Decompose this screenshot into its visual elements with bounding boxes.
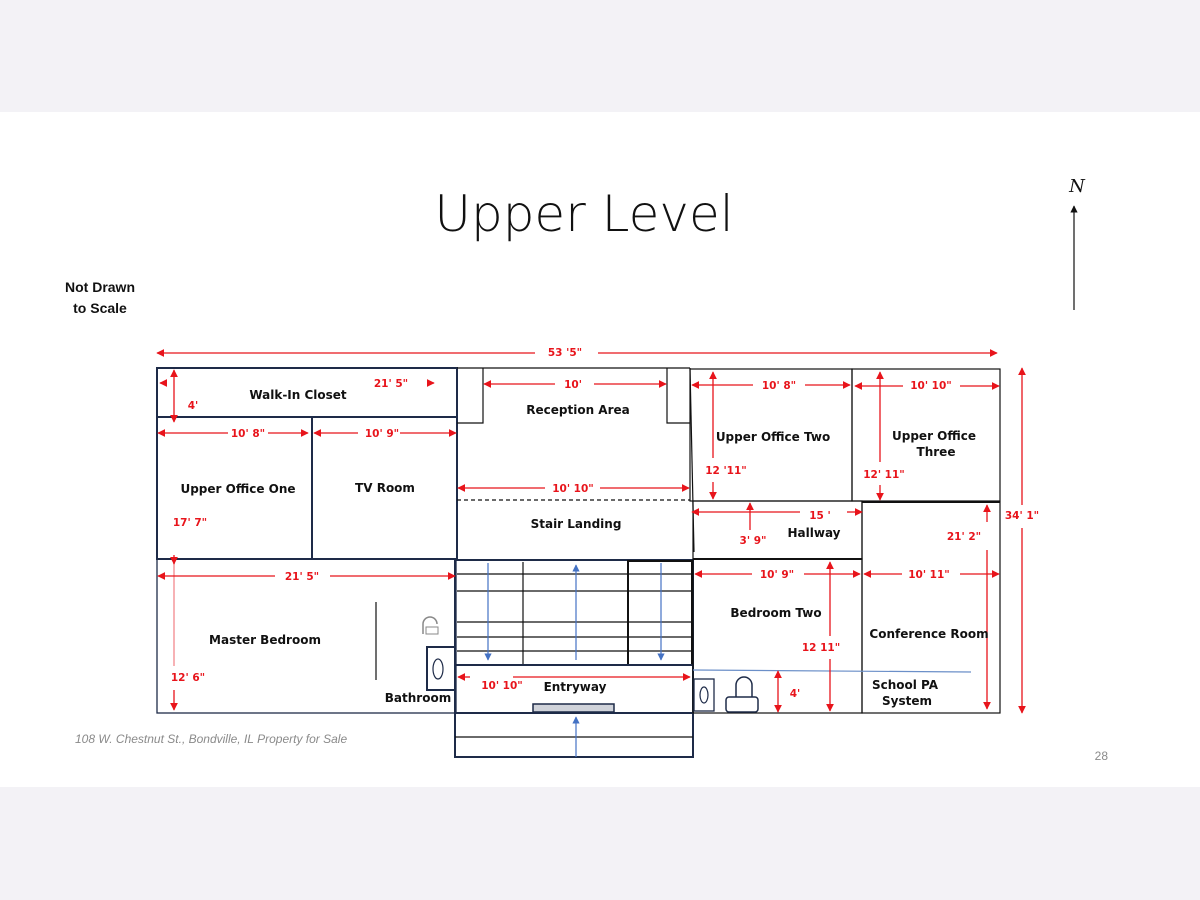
room-label: Three xyxy=(917,445,956,459)
dimension-label: 21' 2" xyxy=(947,531,981,543)
dimension-label: 10' 10" xyxy=(552,483,594,495)
svg-text:N: N xyxy=(1068,176,1086,197)
room-label: School PA xyxy=(872,678,939,692)
dimension-label: 4' xyxy=(790,688,801,700)
scale-note: to Scale xyxy=(73,300,127,316)
dimension-label: 34' 1" xyxy=(1005,510,1039,522)
dimension-label: 3' 9" xyxy=(740,535,767,547)
dimension-label: 10' 11" xyxy=(908,569,950,581)
scale-note: Not Drawn xyxy=(65,279,135,295)
dimension-label: 15 ' xyxy=(809,510,830,522)
dimension-label: 10' 8" xyxy=(762,380,796,392)
room-label: Bedroom Two xyxy=(730,606,821,620)
room-label: Upper Office Two xyxy=(716,430,830,444)
dimension-label: 12' 6" xyxy=(171,672,205,684)
dimension-label: 4' xyxy=(188,400,199,412)
dimension-label: 12' 11" xyxy=(863,469,905,481)
dimension-label: 10' 9" xyxy=(760,569,794,581)
dimension-label: 10' 9" xyxy=(365,428,399,440)
dimension-label: 10' xyxy=(564,379,582,391)
room-label: Stair Landing xyxy=(531,517,622,531)
room-label: TV Room xyxy=(355,481,415,495)
dimension-label: 21' 5" xyxy=(374,378,408,390)
room-label: Master Bedroom xyxy=(209,633,321,647)
room-label: Upper Office xyxy=(892,429,976,443)
room-label: Reception Area xyxy=(526,403,629,417)
walls xyxy=(156,367,1001,758)
page-title: Upper Level xyxy=(434,185,733,243)
footer-text: 108 W. Chestnut St., Bondville, IL Prope… xyxy=(75,732,347,746)
dimension-label: 10' 10" xyxy=(910,380,952,392)
shower-icon xyxy=(422,616,439,635)
room-label: System xyxy=(882,694,932,708)
dimension-lines xyxy=(156,349,1026,714)
dimension-label: 12 '11" xyxy=(705,465,747,477)
north-arrow-icon: N xyxy=(1068,176,1086,310)
toilet-icon xyxy=(725,676,759,713)
room-label: Entryway xyxy=(544,680,607,694)
dimension-label: 12 11" xyxy=(802,642,840,654)
dimension-label: 21' 5" xyxy=(285,571,319,583)
dimension-label: 53 '5" xyxy=(548,347,582,359)
dimension-label: 10' 10" xyxy=(481,680,523,692)
room-label: Conference Room xyxy=(869,627,988,641)
room-label: Bathroom xyxy=(385,691,451,705)
dimension-label: 17' 7" xyxy=(173,517,207,529)
dimension-label: 10' 8" xyxy=(231,428,265,440)
room-label: Hallway xyxy=(787,526,840,540)
room-label: Walk-In Closet xyxy=(249,388,347,402)
page-number: 28 xyxy=(1095,749,1109,763)
room-label: Upper Office One xyxy=(180,482,295,496)
